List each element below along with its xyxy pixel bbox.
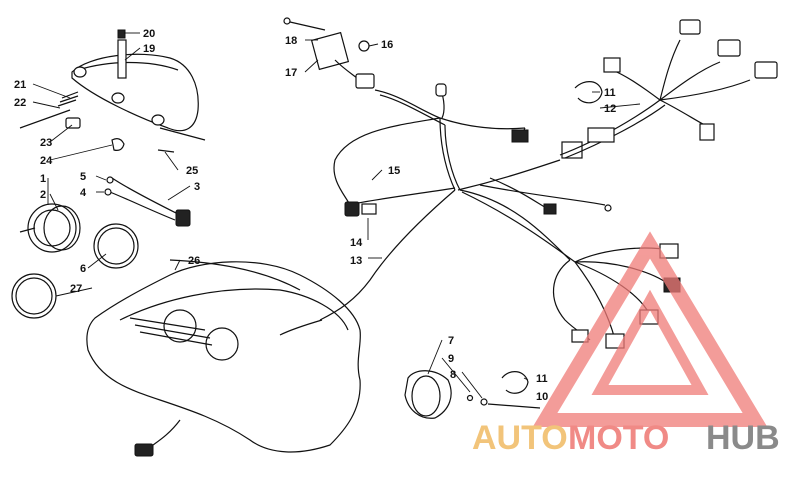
tachometer-housing — [404, 370, 541, 419]
watermark-triangle — [532, 231, 768, 427]
speedometer — [19, 203, 81, 253]
spring-clip — [157, 149, 175, 153]
callout-3: 3 — [194, 181, 200, 193]
callout-12: 12 — [604, 103, 616, 115]
adjuster-screw — [19, 91, 79, 129]
watermark-logo — [532, 231, 768, 427]
callout-26: 26 — [188, 255, 200, 267]
watermark-moto: MOTO — [568, 419, 669, 457]
callout-14: 14 — [350, 237, 363, 249]
watermark-inner-triangle — [591, 289, 709, 395]
callout-17: 17 — [285, 67, 297, 79]
watermark-auto: AUTO — [472, 419, 568, 457]
callout-11-top: 11 — [604, 87, 616, 99]
watermark-text: AUTO MOTO HUB — [472, 419, 780, 457]
callout-22: 22 — [14, 97, 26, 109]
callout-27: 27 — [70, 283, 82, 295]
callout-25: 25 — [186, 165, 198, 177]
leader-lines — [32, 32, 641, 399]
callout-21: 21 — [14, 79, 26, 91]
callout-20: 20 — [143, 28, 155, 40]
callout-6: 6 — [80, 263, 86, 275]
callout-9: 9 — [448, 353, 454, 365]
grommet-11-bottom — [501, 371, 529, 394]
bulb-socket — [65, 117, 125, 151]
callout-18: 18 — [285, 35, 297, 47]
dash-panel — [86, 259, 361, 457]
headlight-assembly — [71, 29, 206, 141]
bezel-ring-6 — [93, 223, 139, 269]
gauge-harness — [104, 176, 191, 227]
callout-15: 15 — [388, 165, 400, 177]
callout-1: 1 — [40, 173, 46, 185]
grommet-11-top — [574, 81, 603, 104]
callout-4: 4 — [80, 187, 87, 199]
watermark-hub: HUB — [706, 419, 780, 457]
callout-5: 5 — [80, 171, 86, 183]
bezel-ring-27 — [11, 273, 57, 319]
callout-labels: 20 19 21 22 23 24 25 1 2 5 4 3 6 27 26 1… — [14, 28, 616, 403]
callout-10: 10 — [536, 391, 548, 403]
callout-2: 2 — [40, 189, 46, 201]
callout-8: 8 — [450, 369, 456, 381]
callout-24: 24 — [40, 155, 53, 167]
callout-23: 23 — [40, 137, 52, 149]
callout-13: 13 — [350, 255, 362, 267]
callout-19: 19 — [143, 43, 155, 55]
rear-harness — [559, 19, 778, 159]
callout-11-bottom: 11 — [536, 373, 548, 385]
callout-7: 7 — [448, 335, 454, 347]
voltage-regulator — [283, 17, 375, 89]
callout-16: 16 — [381, 39, 393, 51]
